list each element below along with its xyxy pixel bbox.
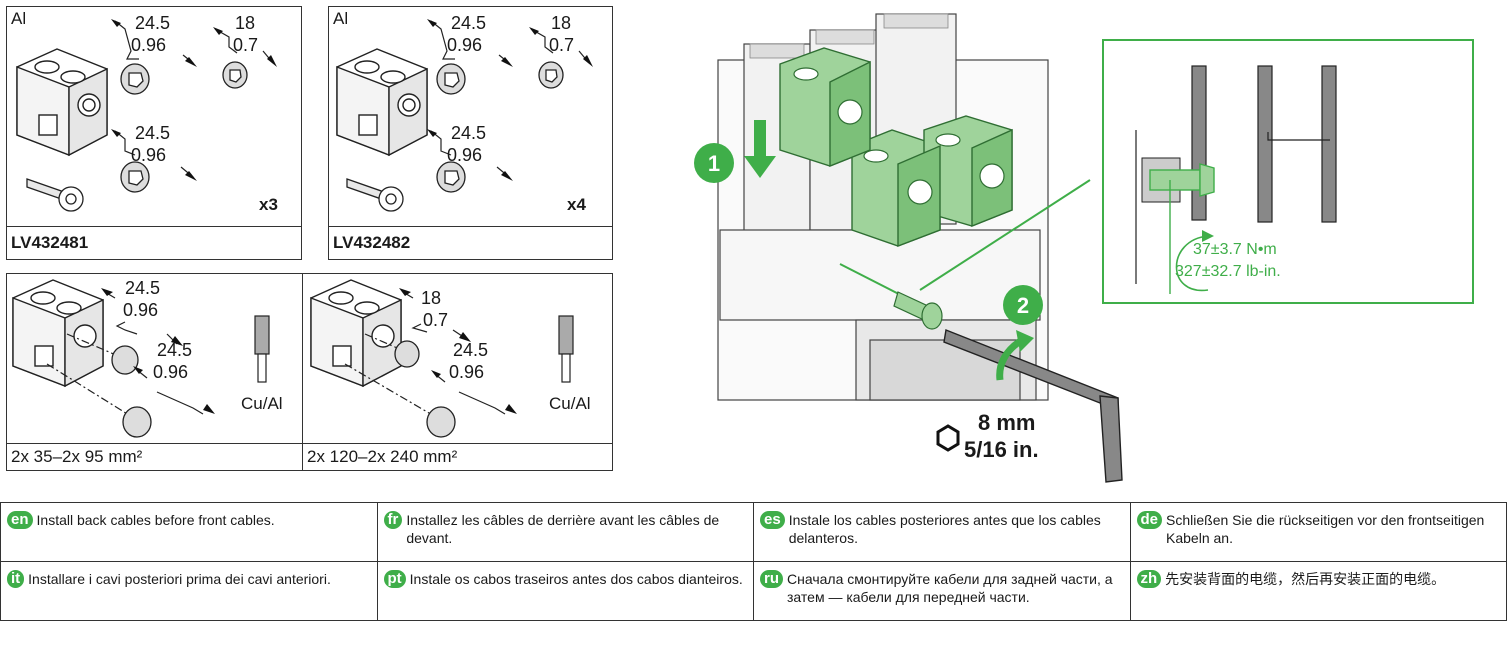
dim3-b: 0.96	[131, 145, 167, 165]
lug-cross-section	[12, 279, 270, 438]
language-badge: fr	[383, 511, 403, 529]
language-badge: de	[1136, 511, 1163, 529]
conductor-label: Cu/Al	[241, 394, 283, 413]
breaker-installation-illustration	[694, 13, 1474, 483]
dim3-a: 24.5	[451, 123, 487, 143]
cable-range: 2x 35–2x 95 mm²	[7, 443, 302, 470]
quantity-label: x4	[567, 195, 586, 214]
torque-lbin: 327±32.7 lb-in.	[1175, 263, 1281, 280]
cable-option-panel-2: 18 0.7 24.5 0.96 Cu/Al 2x 120–2x 240 mm²	[302, 273, 613, 471]
dim1-a: 18	[421, 288, 442, 308]
dim2-a: 24.5	[453, 340, 489, 360]
note-text: Schließen Sie die rückseitigen vor den f…	[1166, 512, 1485, 546]
note-text: Installez les câbles de derrière avant l…	[406, 512, 720, 546]
language-badge: en	[7, 511, 33, 529]
note-text: Instale os cabos traseiros antes dos cab…	[409, 571, 743, 587]
language-badge: es	[760, 511, 785, 529]
dim2-b: 0.96	[449, 362, 485, 382]
kit-illustration	[336, 19, 593, 212]
dim3-a: 24.5	[135, 123, 171, 143]
quantity-label: x3	[259, 195, 278, 214]
material-label: Al	[11, 9, 27, 28]
dim2-a: 18	[235, 13, 256, 33]
dim1-a: 24.5	[451, 13, 487, 33]
tool-size-in: 5/16 in.	[964, 437, 1039, 462]
kit-panel-2: Al	[328, 6, 613, 260]
dim2-a: 18	[551, 13, 572, 33]
kit-panel-1: Al	[6, 6, 302, 260]
cable-option-panel-1: 24.5 0.96 24.5 0.96 Cu/Al 2x 35–2x 95 mm…	[6, 273, 303, 471]
step-2-number: 2	[1016, 293, 1030, 318]
kit-illustration	[16, 19, 277, 212]
torque-nm: 37±3.7 N•m	[1193, 241, 1277, 258]
language-badge: zh	[1136, 570, 1162, 588]
dim3-b: 0.96	[447, 145, 483, 165]
language-badge: pt	[383, 570, 406, 588]
tool-size-mm: 8 mm	[978, 410, 1036, 435]
dim2-b: 0.7	[549, 35, 575, 55]
note-text: Install back cables before front cables.	[36, 512, 275, 528]
language-badge: it	[7, 570, 25, 588]
cable-range: 2x 120–2x 240 mm²	[303, 443, 612, 470]
conductor-label: Cu/Al	[549, 394, 591, 413]
dim1-b: 0.96	[447, 35, 483, 55]
reference-code: LV432482	[329, 226, 612, 259]
dim1-a: 24.5	[135, 13, 171, 33]
dim1-a: 24.5	[125, 278, 161, 298]
material-label: Al	[333, 9, 349, 28]
dim2-b: 0.96	[153, 362, 189, 382]
language-badge: ru	[760, 570, 783, 588]
dim2-a: 24.5	[157, 340, 193, 360]
note-text: Сначала смонтируйте кабели для задней ча…	[787, 571, 1113, 605]
note-text: Instale los cables posteriores antes que…	[788, 512, 1101, 546]
note-text: Installare i cavi posteriori prima dei c…	[28, 571, 331, 587]
dim1-b: 0.96	[131, 35, 167, 55]
lug-cross-section	[310, 279, 574, 438]
note-text: 先安装背面的电缆，然后再安装正面的电缆。	[1165, 571, 1446, 587]
dim2-b: 0.7	[233, 35, 259, 55]
step-1-number: 1	[707, 151, 721, 176]
reference-code: LV432481	[7, 226, 301, 259]
dim1-b: 0.7	[423, 310, 449, 330]
dim1-b: 0.96	[123, 300, 159, 320]
